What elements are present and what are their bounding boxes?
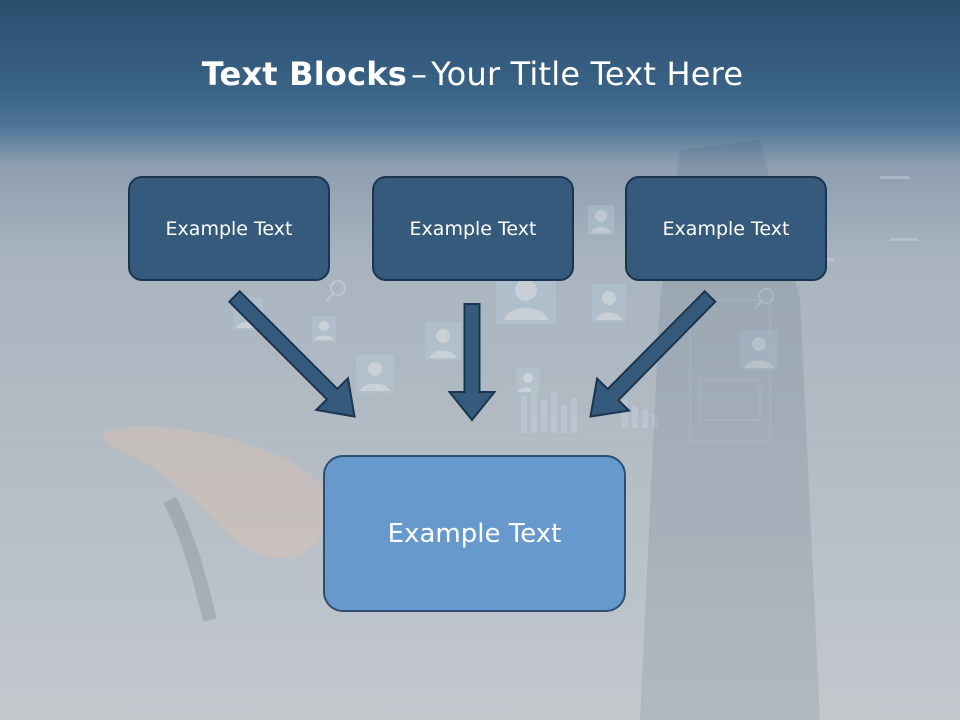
person-icon (312, 316, 336, 342)
arrow-left (227, 289, 356, 418)
bar-chart-graphic (521, 385, 658, 433)
person-icon (740, 330, 778, 370)
text-box-bottom-label: Example Text (387, 518, 562, 549)
text-box-top-left-label: Example Text (165, 217, 293, 240)
title-dash: – (410, 55, 428, 93)
magnifier-icon (325, 280, 774, 310)
text-box-top-center-label: Example Text (409, 217, 537, 240)
title-bold-part: Text Blocks (201, 55, 407, 93)
text-box-top-right-label: Example Text (662, 217, 790, 240)
person-icon (588, 205, 614, 235)
arrow-right (589, 289, 717, 418)
text-box-top-left: Example Text (128, 176, 330, 281)
person-icon (356, 355, 394, 393)
title-rest: Your Title Text Here (431, 55, 744, 93)
text-box-bottom: Example Text (323, 455, 626, 612)
hand-image (103, 426, 331, 559)
person-icon (516, 368, 540, 394)
person-icon (592, 284, 626, 322)
text-box-top-center: Example Text (372, 176, 574, 281)
slide-title: Text Blocks–Your Title Text Here (0, 55, 945, 93)
text-box-top-right: Example Text (625, 176, 827, 281)
person-icon (425, 322, 461, 360)
data-panel-graphic (689, 299, 771, 441)
arrow-center (447, 303, 497, 422)
